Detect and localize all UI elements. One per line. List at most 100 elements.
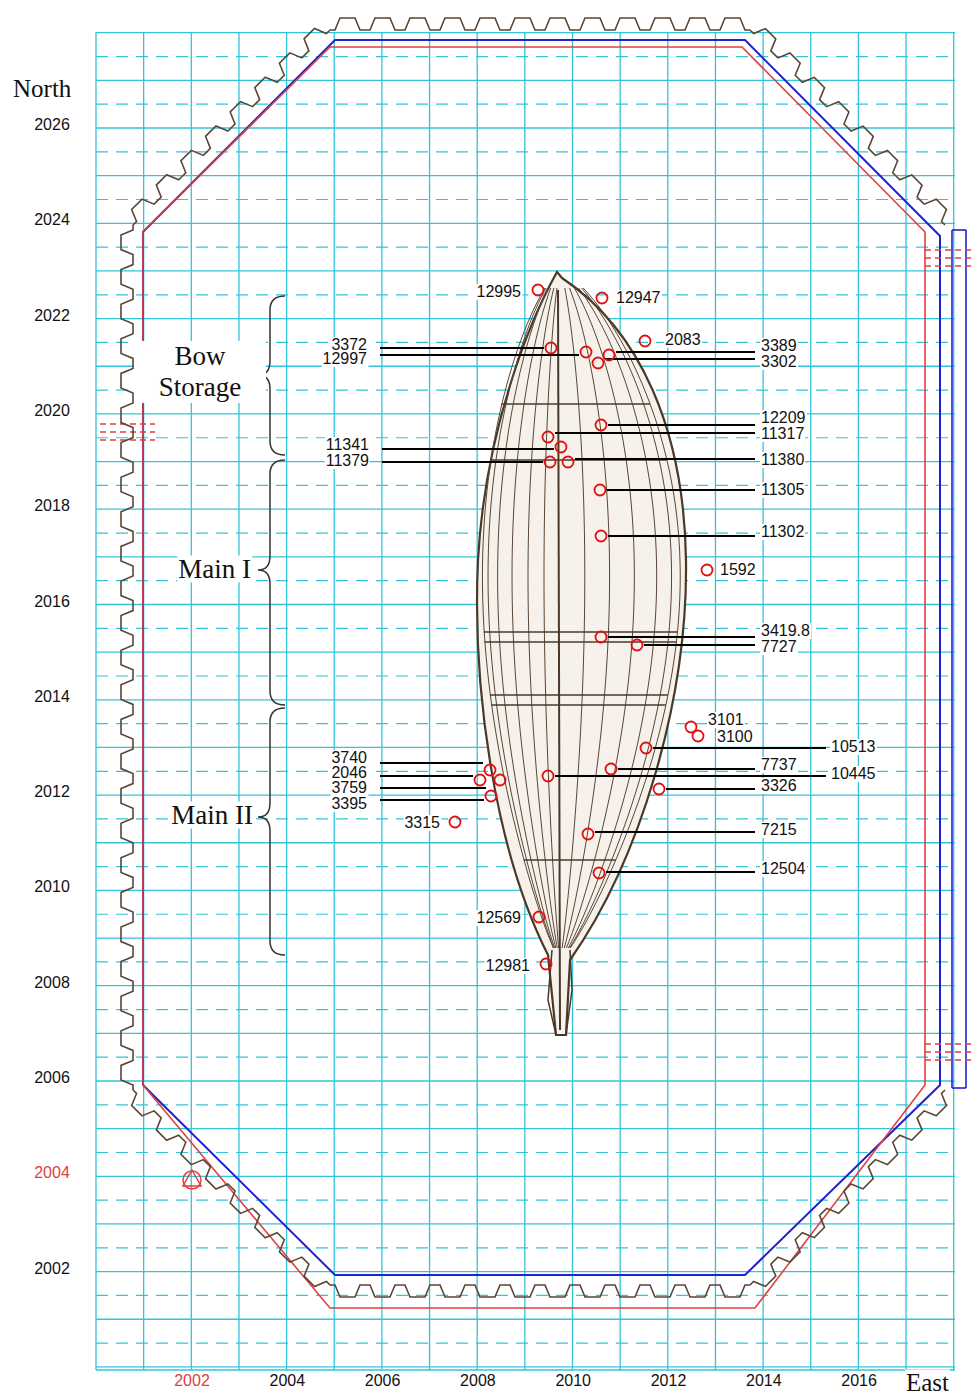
- red-marks: [100, 250, 975, 1060]
- grid-line: [96, 1152, 955, 1153]
- callout-number: 7215: [760, 822, 798, 838]
- find-marker: [533, 285, 544, 296]
- axis-label: 2016: [840, 1373, 878, 1389]
- cofferdam-outline: [100, 40, 975, 1308]
- callout-number: 12947: [615, 290, 662, 306]
- callout-number: 3389: [760, 338, 798, 354]
- find-marker: [583, 829, 594, 840]
- find-marker: [475, 775, 486, 786]
- leader-line: [607, 489, 755, 491]
- grid-line: [238, 32, 239, 1370]
- find-marker: [486, 791, 497, 802]
- callout-number: 11341: [325, 437, 370, 453]
- grid-line: [96, 1295, 955, 1296]
- leader-line: [555, 775, 826, 777]
- grid-line: [953, 32, 954, 1370]
- leader-line: [380, 799, 484, 801]
- leader-line: [595, 831, 755, 833]
- axis-label: 2006: [33, 1070, 71, 1086]
- plank-line: [566, 288, 634, 948]
- callout-number: 2046: [330, 765, 368, 781]
- callout-number: 1592: [719, 562, 757, 578]
- grid-line: [96, 1128, 955, 1129]
- leader-line: [380, 354, 579, 356]
- grid-line: [96, 247, 955, 248]
- grid-line: [96, 1319, 955, 1320]
- grid-line: [96, 80, 955, 81]
- find-marker: [581, 347, 592, 358]
- find-marker: [654, 784, 665, 795]
- leader-line: [606, 871, 755, 873]
- compass-label: East: [905, 1370, 950, 1395]
- find-marker: [545, 457, 556, 468]
- leader-line: [616, 351, 755, 353]
- find-marker: [597, 293, 608, 304]
- frame-line: [484, 631, 677, 633]
- find-marker: [604, 350, 615, 361]
- callout-number: 12997: [322, 351, 369, 367]
- callout-number: 12504: [760, 861, 807, 877]
- callout-number: 11305: [760, 482, 805, 498]
- grid-line: [96, 1342, 955, 1343]
- leader-line: [608, 535, 755, 537]
- plank-line: [482, 288, 553, 948]
- find-marker: [641, 743, 652, 754]
- leader-line: [555, 432, 755, 434]
- plank-line: [544, 288, 559, 948]
- find-marker: [606, 764, 617, 775]
- leader-line: [382, 448, 554, 450]
- grid-line: [477, 32, 478, 1370]
- blue-boundary: [143, 40, 940, 1275]
- axis-label: 2014: [33, 689, 71, 705]
- leader-line: [605, 358, 755, 360]
- find-marker: [534, 912, 545, 923]
- callout-number: 7737: [760, 757, 798, 773]
- grid-line: [95, 32, 96, 1370]
- axis-label: 2018: [33, 498, 71, 514]
- leader-line: [666, 788, 755, 790]
- grid-line: [96, 175, 955, 176]
- leader-line: [575, 458, 755, 460]
- leader-line: [382, 461, 543, 463]
- find-markers: [380, 285, 826, 970]
- grid-line: [334, 32, 335, 1370]
- section-label: Main I: [177, 556, 252, 583]
- grid-line: [96, 270, 955, 271]
- callout-number: 10513: [830, 739, 877, 755]
- callout-number: 3740: [330, 750, 368, 766]
- find-marker: [485, 765, 496, 776]
- callout-number: 3100: [716, 729, 754, 745]
- leader-line: [644, 644, 755, 646]
- grid-line: [96, 1223, 955, 1224]
- find-marker: [495, 775, 506, 786]
- sheet-pile-row: [132, 1090, 330, 1286]
- leader-line: [608, 636, 755, 638]
- find-marker: [556, 442, 567, 453]
- find-marker: [546, 343, 557, 354]
- callout-number: 10445: [830, 766, 877, 782]
- callout-number: 11317: [760, 426, 805, 442]
- grid-line: [96, 937, 955, 938]
- callout-number: 7727: [760, 639, 798, 655]
- axis-label: 2012: [650, 1373, 688, 1389]
- leader-line: [380, 347, 544, 349]
- callout-number: 11379: [325, 453, 370, 469]
- wall-line: [965, 230, 967, 1088]
- leader-line: [618, 768, 755, 770]
- find-marker: [596, 531, 607, 542]
- callout-number: 12995: [476, 284, 523, 300]
- find-marker: [594, 868, 605, 879]
- callout-number: 3315: [403, 815, 441, 831]
- find-marker: [702, 565, 713, 576]
- plank-line: [570, 288, 680, 948]
- find-marker: [693, 731, 704, 742]
- grid-line: [762, 32, 763, 1370]
- grid-line: [381, 32, 382, 1370]
- red-boundary: [143, 47, 925, 1308]
- axis-label: 2002: [33, 1261, 71, 1277]
- find-marker: [543, 771, 554, 782]
- sheet-piles: [121, 18, 946, 1297]
- find-marker: [596, 420, 607, 431]
- callout-number: 2083: [664, 332, 702, 348]
